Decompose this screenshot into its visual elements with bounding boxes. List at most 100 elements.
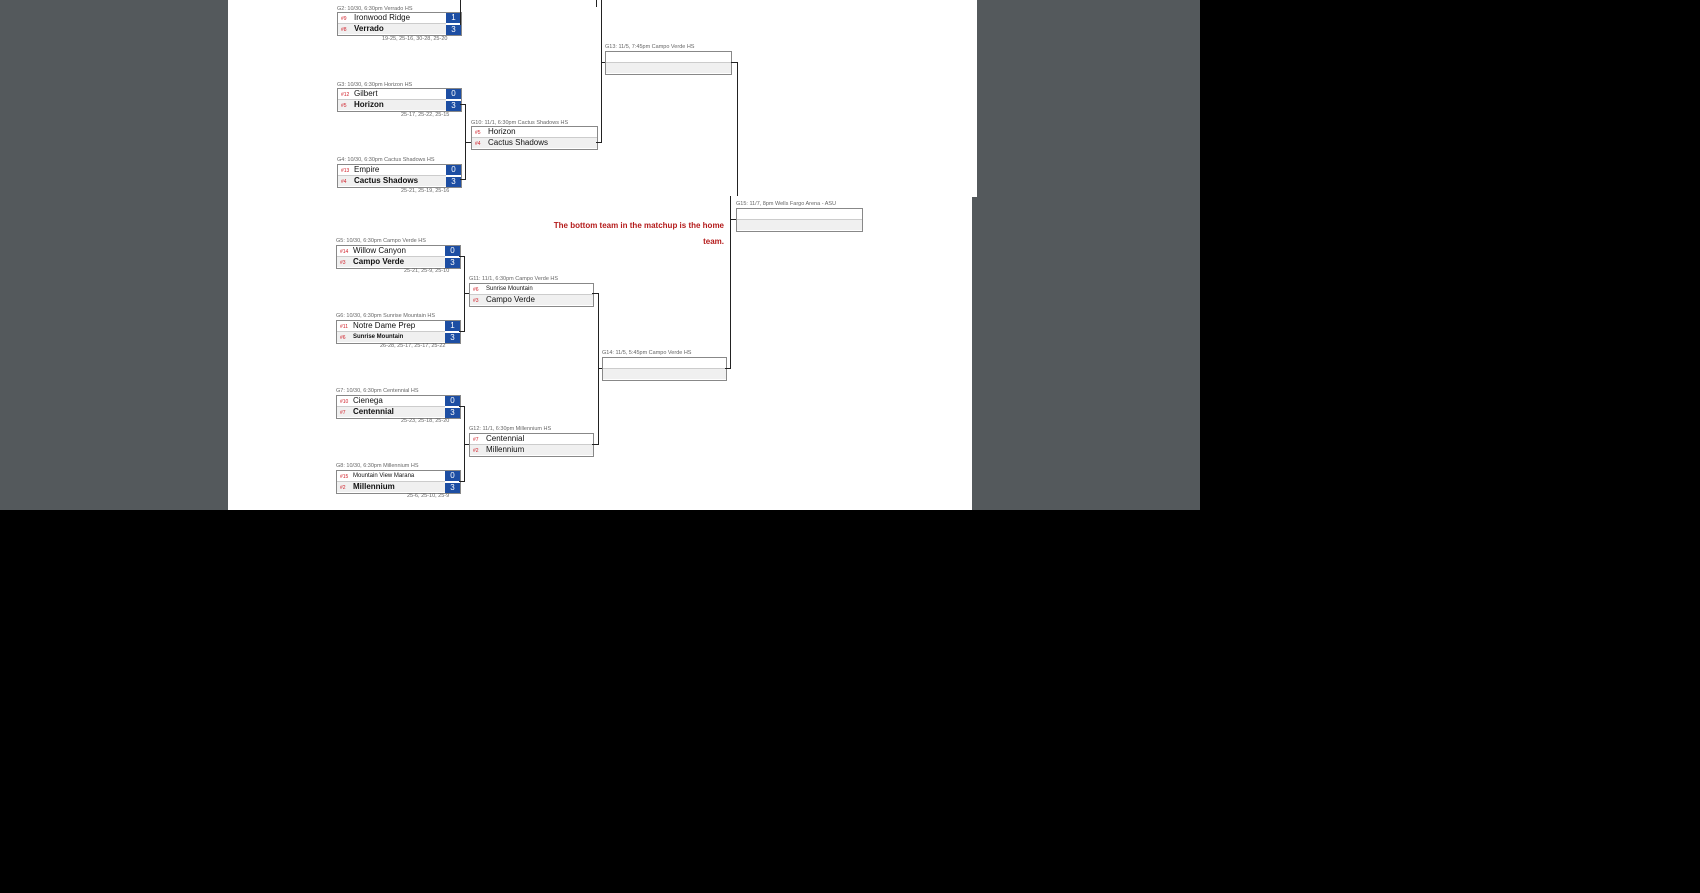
bracket-line	[596, 0, 597, 7]
match-label-g13: G13: 11/5, 7:45pm Campo Verde HS	[605, 44, 695, 50]
team-name: Sunrise Mountain	[486, 286, 533, 292]
bracket-line	[459, 331, 465, 332]
bracket-line	[725, 368, 731, 369]
score: 0	[445, 396, 460, 406]
team-row: #8 Verrado	[338, 24, 446, 34]
seed: #14	[340, 249, 349, 255]
score: 3	[446, 100, 461, 111]
seed: #2	[340, 485, 346, 491]
bracket-line	[592, 293, 599, 294]
seed: #8	[341, 27, 347, 33]
team-row-empty	[737, 209, 862, 220]
team-row-empty	[606, 52, 731, 63]
team-row-empty	[606, 63, 731, 73]
bracket-line	[459, 481, 465, 482]
match-label-g3: G3: 10/30, 6:30pm Horizon HS	[337, 82, 413, 88]
seed: #15	[340, 474, 349, 480]
bracket-line	[598, 293, 599, 445]
bracket-line	[731, 62, 738, 63]
score: 3	[445, 332, 460, 343]
team-name: Cactus Shadows	[354, 176, 419, 185]
seed: #4	[475, 141, 481, 147]
bracket-line	[730, 219, 736, 220]
seed: #4	[341, 179, 347, 185]
team-name: Willow Canyon	[353, 246, 406, 255]
team-row: #14 Willow Canyon	[337, 246, 445, 257]
match-label-g5: G5: 10/30, 6:30pm Campo Verde HS	[336, 238, 426, 244]
team-row: #2 Millennium	[337, 482, 445, 492]
matchup-g8[interactable]: #15 Mountain View Marana #2 Millennium 0 3	[336, 470, 461, 494]
team-name: Verrado	[354, 24, 384, 33]
set-scores-g8: 25-6, 25-10, 25-9	[407, 493, 450, 499]
match-label-g14: G14: 11/5, 5:45pm Campo Verde HS	[602, 350, 692, 356]
bracket-page-2: The bottom team in the matchup is the ho…	[228, 196, 972, 510]
match-label-g7: G7: 10/30, 6:30pm Centennial HS	[336, 388, 419, 394]
score: 0	[446, 165, 461, 175]
team-name: Gilbert	[354, 89, 378, 98]
team-row: #15 Mountain View Marana	[337, 471, 445, 482]
score: 3	[445, 407, 460, 418]
seed: #11	[340, 324, 348, 330]
team-row: #4 Cactus Shadows	[338, 176, 446, 186]
team-name: Mountain View Marana	[353, 473, 415, 479]
matchup-g14[interactable]	[602, 357, 727, 381]
bracket-line	[464, 444, 469, 445]
score: 3	[445, 482, 460, 493]
matchup-g13[interactable]	[605, 51, 732, 75]
bracket-line	[460, 0, 461, 25]
matchup-g15-final[interactable]	[736, 208, 863, 232]
bracket-line	[459, 406, 465, 407]
bracket-line	[464, 293, 469, 294]
set-scores-g4: 25-21, 25-19, 25-16	[401, 188, 450, 194]
seed: #6	[340, 335, 346, 341]
score: 0	[445, 246, 460, 256]
team-name: Notre Dame Prep	[353, 321, 416, 330]
seed: #5	[341, 103, 347, 109]
bracket-line	[596, 142, 602, 143]
match-label-g8: G8: 10/30, 6:30pm Millennium HS	[336, 463, 419, 469]
team-name: Millennium	[353, 482, 395, 491]
team-name: Sunrise Mountain	[353, 334, 404, 340]
set-scores-g6: 26-28, 25-17, 25-17, 25-22	[380, 343, 446, 349]
home-team-note-line1: The bottom team in the matchup is the ho…	[553, 221, 724, 230]
bracket-line	[460, 104, 466, 105]
bracket-line	[465, 142, 471, 143]
set-scores-g2: 19-25, 25-16, 30-28, 25-20	[382, 36, 448, 42]
team-name: Horizon	[488, 127, 516, 136]
score: 3	[446, 24, 461, 35]
score: 0	[445, 471, 460, 481]
team-row: #6 Sunrise Mountain	[337, 332, 445, 342]
match-label-g2: G2: 10/30, 6:30pm Verrado HS	[337, 6, 413, 12]
team-name: Empire	[354, 165, 380, 174]
seed: #2	[473, 448, 479, 454]
team-name: Cienega	[353, 396, 383, 405]
bracket-line	[737, 62, 738, 197]
team-name: Horizon	[354, 100, 384, 109]
set-scores-g5: 25-21, 25-9, 25-10	[404, 268, 450, 274]
score: 3	[446, 176, 461, 187]
seed: #7	[473, 437, 479, 443]
match-label-g15: G15: 11/7, 8pm Wells Fargo Arena - ASU	[736, 201, 837, 207]
bracket-line	[460, 179, 466, 180]
